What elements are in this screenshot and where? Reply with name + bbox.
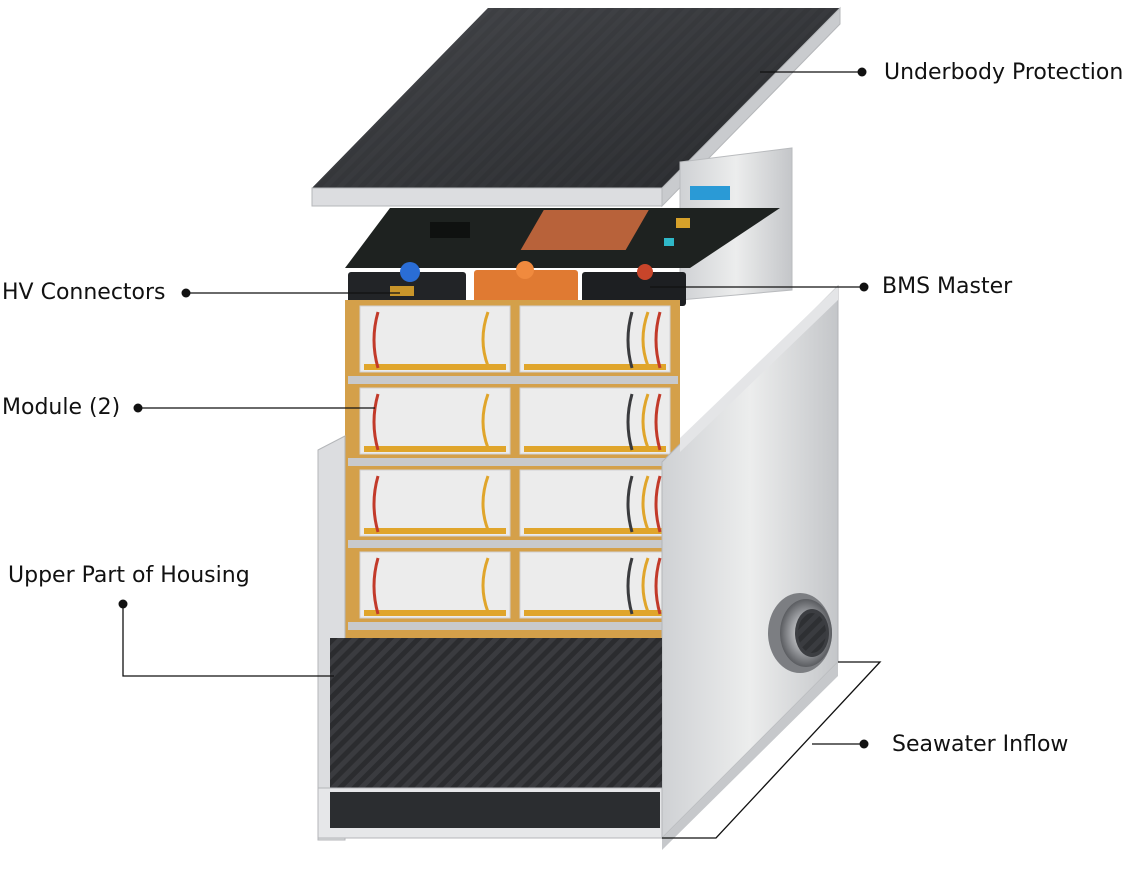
- label-hv-connectors: HV Connectors: [2, 280, 166, 305]
- label-underbody-protection: Underbody Protection: [884, 60, 1123, 85]
- sense-wire: [372, 311, 380, 369]
- module-separator: [348, 376, 678, 384]
- sense-wire: [654, 475, 662, 533]
- sense-wire: [654, 393, 662, 451]
- callout-bms-master: BMS Master: [650, 274, 1013, 299]
- cell-wire: [641, 557, 650, 613]
- callout-hv-connectors: HV Connectors: [2, 280, 400, 305]
- module-separator: [348, 458, 678, 466]
- label-module: Module (2): [2, 395, 120, 420]
- sense-wire: [626, 557, 634, 615]
- upper-housing-front: [317, 435, 838, 850]
- module-separator: [348, 540, 678, 548]
- bus-bar: [524, 528, 666, 534]
- blue-terminal: [400, 262, 420, 282]
- sense-wire: [654, 311, 662, 369]
- bus-bar: [364, 610, 506, 616]
- callout-seawater-inflow: Seawater Inflow: [662, 661, 1068, 839]
- red-terminal: [637, 264, 653, 280]
- label-bms-master: BMS Master: [882, 274, 1013, 299]
- bus-bar: [524, 610, 666, 616]
- hv-terminal-blocks: [348, 261, 686, 306]
- sense-wire: [626, 475, 634, 533]
- label-seawater-inflow: Seawater Inflow: [892, 732, 1068, 757]
- orange-terminal: [516, 261, 534, 279]
- cell-wire: [641, 475, 650, 531]
- bus-bar: [364, 528, 506, 534]
- sense-wire: [372, 475, 380, 533]
- cell-wire: [481, 557, 490, 613]
- sense-wire: [626, 311, 634, 369]
- callout-module: Module (2): [2, 395, 375, 420]
- cell-wire: [481, 475, 490, 531]
- bus-bar: [524, 364, 666, 370]
- underbody-protection-plate: [311, 6, 841, 208]
- sense-wire: [654, 557, 662, 615]
- callout-upper-housing: Upper Part of Housing: [8, 563, 334, 677]
- module-stack: [345, 300, 680, 640]
- sense-wire: [372, 557, 380, 615]
- bus-bar: [364, 364, 506, 370]
- cell-wire: [641, 393, 650, 449]
- label-upper-housing: Upper Part of Housing: [8, 563, 250, 588]
- cell-wire: [641, 311, 650, 367]
- bms-board: [345, 186, 780, 268]
- bus-bar: [364, 446, 506, 452]
- seawater-port: [768, 593, 832, 673]
- cell-wire: [481, 311, 490, 367]
- cell-wire: [481, 393, 490, 449]
- sense-wire: [372, 393, 380, 451]
- module-separator: [348, 622, 678, 630]
- callout-underbody-protection: Underbody Protection: [760, 60, 1123, 85]
- sense-wire: [626, 393, 634, 451]
- bus-bar: [524, 446, 666, 452]
